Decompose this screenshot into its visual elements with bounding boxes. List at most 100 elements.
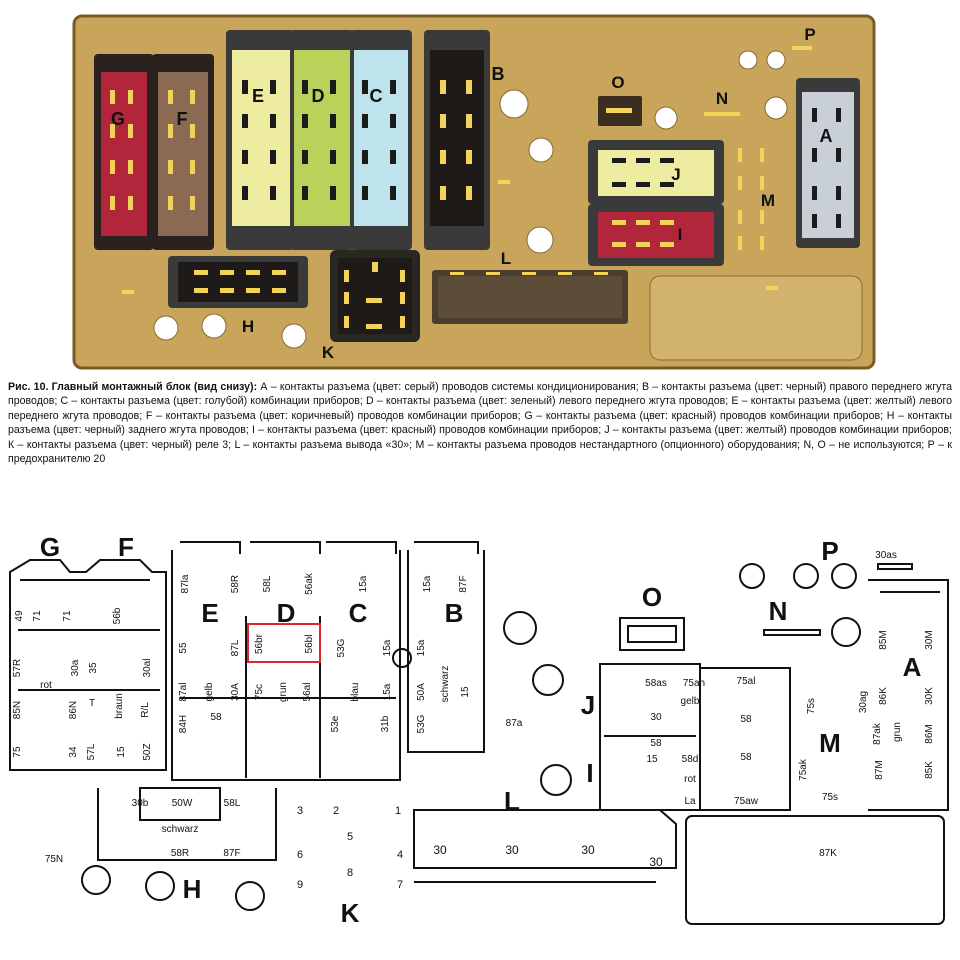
pin-p-30as: 30as	[875, 550, 897, 561]
pin-b-15: 15	[460, 686, 471, 698]
pin-e-55: 55	[178, 642, 189, 654]
diagram-label-c: C	[349, 598, 368, 628]
pin-c-blau: blau	[350, 683, 361, 702]
diagram-label-o: O	[642, 582, 662, 612]
diagram-label-h: H	[183, 874, 202, 904]
pin-e-30a: 30A	[230, 683, 241, 701]
diagram-label-m: M	[819, 728, 841, 758]
highlight-box	[247, 623, 321, 663]
pin-k-9: 9	[297, 879, 303, 891]
pin-g-57l: 57L	[86, 743, 97, 760]
pin-g-35: 35	[88, 662, 99, 674]
connector-k: K	[322, 250, 420, 362]
label-h: H	[242, 317, 254, 336]
pin-b-87a: 87a	[506, 718, 523, 729]
pin-e-87l: 87L	[230, 639, 241, 656]
pin-e-58r: 58R	[230, 575, 241, 593]
pin-i-la: La	[684, 796, 696, 807]
label-c: C	[370, 86, 383, 106]
label-g: G	[111, 109, 125, 129]
pin-e-87la: 87la	[180, 574, 191, 593]
pin-f-56b: 56b	[112, 607, 123, 624]
label-j: J	[671, 165, 680, 184]
pin-j-75ah: 75ah	[683, 678, 705, 689]
label-n: N	[716, 89, 728, 108]
pin-g-49: 49	[14, 610, 25, 622]
pin-h-58r: 58R	[171, 848, 189, 859]
pin-e-87al: 87al	[178, 683, 189, 702]
pin-a-86m: 86M	[924, 724, 935, 743]
pin-l-30a: 30	[433, 843, 447, 857]
pin-g-75: 75	[12, 746, 23, 758]
pin-g-34: 34	[68, 746, 79, 758]
connector-m-pins	[738, 148, 764, 250]
pin-m-30ag: 30ag	[858, 691, 869, 713]
pin-g-86n: 86N	[68, 701, 79, 719]
pin-i-15: 15	[646, 754, 658, 765]
connector-g: G	[94, 54, 154, 250]
pin-b-50a: 50A	[416, 683, 427, 701]
caption-heading: Рис. 10. Главный монтажный блок (вид сни…	[8, 381, 258, 393]
pin-d-56al: 56al	[302, 683, 313, 702]
label-o: O	[611, 73, 624, 92]
pin-j-58as: 58as	[645, 678, 667, 689]
pin-a-30m: 30M	[924, 630, 935, 649]
pin-k-3: 3	[297, 805, 303, 817]
mounting-block-line-diagram: G F E D C B O N P A J I M L H K 30as 49 …	[9, 532, 949, 928]
pin-j-30: 30	[650, 712, 662, 723]
pin-i-rot: rot	[684, 774, 696, 785]
pin-h-75n: 75N	[45, 854, 63, 865]
connector-b: B	[424, 30, 505, 250]
pin-h-50w: 50W	[172, 798, 193, 809]
pin-h-schwarz: schwarz	[162, 824, 199, 835]
diagram-label-b: B	[445, 598, 464, 628]
diagram-label-i: I	[586, 758, 593, 788]
pin-j-58b: 58	[740, 714, 752, 725]
pin-a-87m: 87M	[874, 760, 885, 779]
diagram-label-n: N	[769, 596, 788, 626]
pin-l-30d: 30	[649, 855, 663, 869]
pin-c-56ak: 56ak	[304, 572, 315, 595]
pin-b-15a: 15a	[422, 575, 433, 592]
pin-i-58d: 58d	[682, 754, 699, 765]
pin-f-30al: 30al	[142, 659, 153, 678]
pin-l-30c: 30	[581, 843, 595, 857]
pin-d-58l: 58L	[262, 575, 273, 592]
label-b: B	[492, 64, 505, 84]
figure-caption: Рис. 10. Главный монтажный блок (вид сни…	[8, 380, 952, 466]
pin-g-85n: 85N	[12, 701, 23, 719]
pin-m-75s2: 75s	[822, 792, 838, 803]
pin-f-15: 15	[116, 746, 127, 758]
connector-i: I	[588, 204, 724, 266]
pin-h-30b: 30b	[132, 798, 149, 809]
pin-g-71b: 71	[62, 610, 73, 622]
mounting-block-color-view: G F E	[72, 14, 876, 370]
pin-a-85m: 85M	[878, 630, 889, 649]
line-holes	[81, 563, 861, 911]
diagram-label-p: P	[821, 536, 838, 566]
diagram-label-e: E	[201, 598, 218, 628]
pin-m-75s: 75s	[806, 698, 817, 714]
pin-h-58l: 58L	[224, 798, 241, 809]
label-e: E	[252, 86, 264, 106]
pin-d-75c: 75c	[254, 684, 265, 700]
pin-k-4: 4	[397, 849, 403, 861]
pin-l-30b: 30	[505, 843, 519, 857]
diagram-label-d: D	[277, 598, 296, 628]
pin-i-58: 58	[740, 752, 752, 763]
pin-a-85k: 85K	[924, 761, 935, 779]
connector-c: C	[350, 30, 412, 250]
connector-a: A	[796, 78, 860, 248]
pin-b-schwarz: schwarz	[440, 666, 451, 703]
board-holes	[153, 50, 788, 349]
diagram-label-l: L	[504, 786, 520, 816]
label-l: L	[501, 249, 511, 268]
caption-text: А – контакты разъема (цвет: серый) прово…	[8, 381, 952, 466]
pin-c-15a2: 15a	[382, 639, 393, 656]
pin-f-rl: R/L	[140, 702, 151, 718]
pin-d-grun: grun	[278, 682, 289, 702]
pin-k-6: 6	[297, 849, 303, 861]
pin-k-8: 8	[347, 867, 353, 879]
pin-k-7: 7	[397, 879, 403, 891]
